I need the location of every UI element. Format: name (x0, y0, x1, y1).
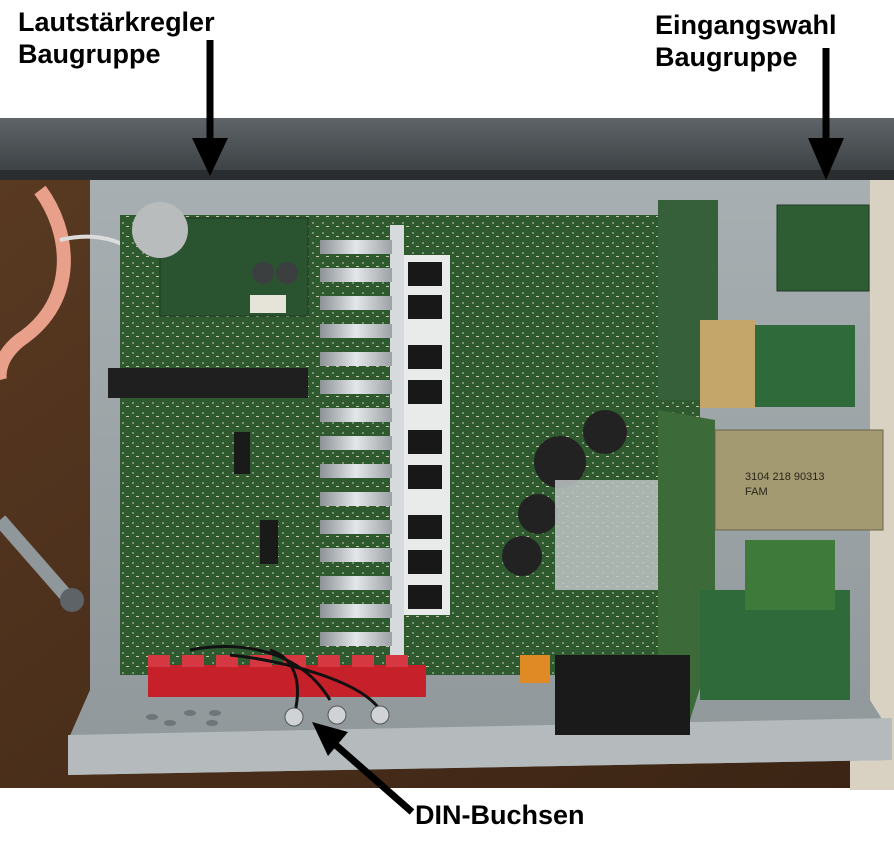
transformer-label-2: FAM (745, 486, 768, 498)
label-volume-line1: Lautstärkregler (18, 7, 215, 37)
ribbon-cable (0, 185, 71, 380)
label-input-select: Eingangswahl Baugruppe (655, 9, 837, 73)
terminal-strip (745, 540, 835, 610)
ic-chip-2 (260, 520, 278, 564)
top-white-band (0, 0, 894, 118)
tool-handle (0, 515, 76, 605)
arrow-input (808, 48, 844, 180)
orange-plug (520, 655, 550, 683)
speaker-terminals (555, 655, 690, 735)
tool-tip (60, 588, 84, 612)
vent-holes (146, 710, 221, 726)
din-socket-3 (370, 705, 390, 725)
label-input-line2: Baugruppe (655, 42, 798, 72)
label-volume-line2: Baugruppe (18, 39, 161, 69)
label-din-sockets: DIN-Buchsen (415, 799, 585, 831)
transformer-label-1: 3104 218 90313 (745, 471, 825, 483)
dark-bracket (108, 368, 308, 398)
label-din-text: DIN-Buchsen (415, 800, 585, 830)
ic-chip-1 (234, 432, 250, 474)
label-input-line1: Eingangswahl (655, 10, 837, 40)
arrow-din (312, 722, 415, 815)
electrolytic-cap-2 (583, 410, 627, 454)
power-transistors (404, 255, 450, 615)
heatsink (320, 225, 404, 665)
arrow-volume (192, 40, 228, 176)
lid-edge (0, 170, 894, 180)
transformer (714, 429, 884, 531)
electrolytic-cap-3 (518, 494, 558, 534)
chassis-lid (0, 118, 894, 176)
capacitor-a (252, 262, 274, 284)
din-socket-2 (327, 705, 347, 725)
capacitor-b (276, 262, 298, 284)
connector-block-cover (700, 320, 755, 408)
input-select-board (776, 204, 870, 292)
volume-pot (132, 202, 188, 258)
metal-bracket (555, 480, 665, 590)
din-wires (189, 645, 382, 713)
red-connectors (148, 655, 426, 697)
connector-white (250, 295, 286, 313)
electrolytic-cap-1 (534, 436, 586, 488)
electrolytic-cap-4 (502, 536, 542, 576)
label-volume-control: Lautstärkregler Baugruppe (18, 6, 215, 70)
din-socket-1 (284, 707, 304, 727)
